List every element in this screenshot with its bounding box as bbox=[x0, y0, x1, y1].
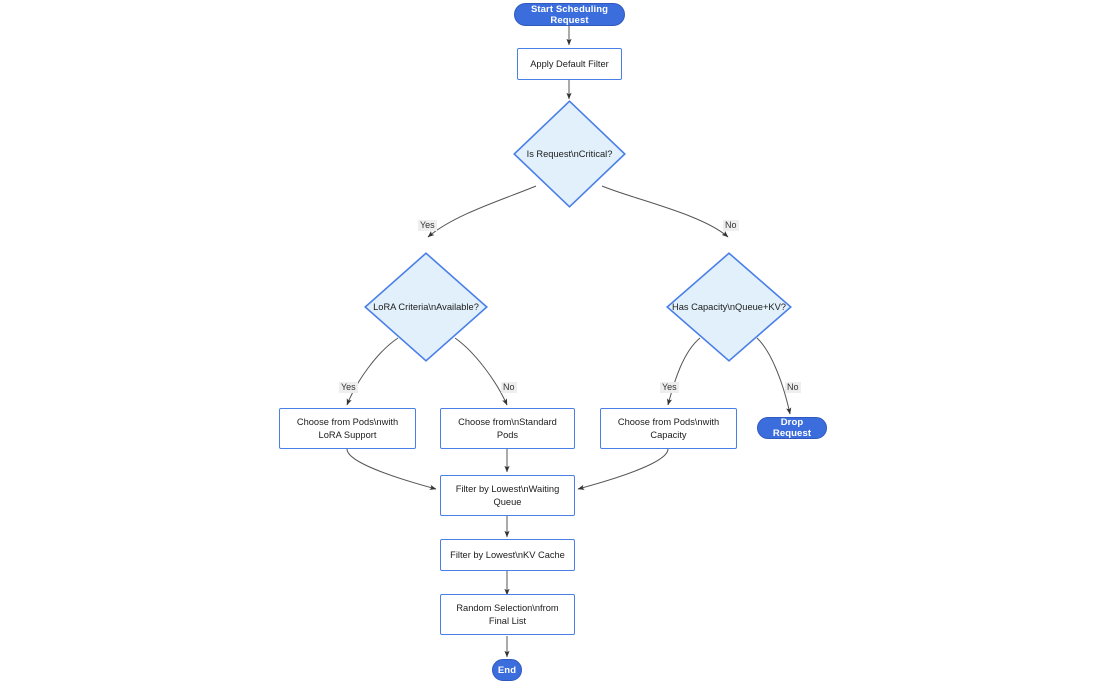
node-lora-criteria-available-label: LoRA Criteria\nAvailable? bbox=[373, 301, 479, 312]
node-is-request-critical[interactable]: Is Request\nCritical? bbox=[513, 100, 626, 208]
node-end-label: End bbox=[497, 664, 517, 676]
node-random-selection[interactable]: Random Selection\nfrom Final List bbox=[440, 594, 575, 635]
node-apply-default-filter-label: Apply Default Filter bbox=[530, 58, 609, 69]
node-is-request-critical-label: Is Request\nCritical? bbox=[526, 148, 613, 159]
node-lora-criteria-available[interactable]: LoRA Criteria\nAvailable? bbox=[364, 252, 488, 362]
diamond-icon bbox=[364, 252, 488, 362]
node-random-selection-line2: Final List bbox=[488, 615, 527, 626]
node-choose-capacity-pods-line1: Choose from Pods\nwith bbox=[617, 416, 720, 427]
edge-label-lora-no: No bbox=[501, 382, 517, 393]
edge-label-capacity-yes: Yes bbox=[660, 382, 679, 393]
edge-label-critical-yes: Yes bbox=[418, 220, 437, 231]
node-filter-waiting-queue-line1: Filter by Lowest\nWaiting bbox=[455, 483, 560, 494]
node-filter-kv-cache[interactable]: Filter by Lowest\nKV Cache bbox=[440, 539, 575, 571]
node-choose-lora-pods-line1: Choose from Pods\nwith bbox=[296, 416, 399, 427]
edge-label-critical-no: No bbox=[723, 220, 739, 231]
node-end[interactable]: End bbox=[492, 659, 522, 681]
node-filter-waiting-queue[interactable]: Filter by Lowest\nWaiting Queue bbox=[440, 475, 575, 516]
node-choose-lora-pods[interactable]: Choose from Pods\nwith LoRA Support bbox=[279, 408, 416, 449]
node-start[interactable]: Start Scheduling Request bbox=[514, 3, 625, 26]
edge-label-capacity-no: No bbox=[785, 382, 801, 393]
diamond-icon bbox=[513, 100, 626, 208]
edge-label-lora-yes: Yes bbox=[339, 382, 358, 393]
node-choose-standard-pods-line1: Choose from\nStandard bbox=[458, 416, 557, 427]
node-has-capacity[interactable]: Has Capacity\nQueue+KV? bbox=[666, 252, 792, 362]
node-filter-waiting-queue-line2: Queue bbox=[493, 496, 522, 507]
edge-choose-lora-pods-to-filter-queue bbox=[346, 448, 437, 490]
diamond-icon bbox=[666, 252, 792, 362]
node-start-label: Start Scheduling Request bbox=[530, 3, 609, 26]
node-drop-request-label: Drop Request bbox=[772, 417, 812, 439]
node-choose-capacity-pods-line2: Capacity bbox=[650, 429, 687, 440]
node-has-capacity-label: Has Capacity\nQueue+KV? bbox=[672, 301, 786, 312]
node-choose-standard-pods-line2: Pods bbox=[496, 429, 519, 440]
node-random-selection-line1: Random Selection\nfrom bbox=[456, 602, 559, 613]
node-choose-lora-pods-line2: LoRA Support bbox=[318, 429, 377, 440]
node-apply-default-filter[interactable]: Apply Default Filter bbox=[517, 48, 622, 80]
edge-choose-capacity-pods-to-filter-queue bbox=[577, 448, 669, 490]
node-filter-kv-cache-label: Filter by Lowest\nKV Cache bbox=[450, 549, 565, 560]
node-choose-standard-pods[interactable]: Choose from\nStandard Pods bbox=[440, 408, 575, 449]
node-choose-capacity-pods[interactable]: Choose from Pods\nwith Capacity bbox=[600, 408, 737, 449]
node-drop-request[interactable]: Drop Request bbox=[757, 417, 827, 439]
